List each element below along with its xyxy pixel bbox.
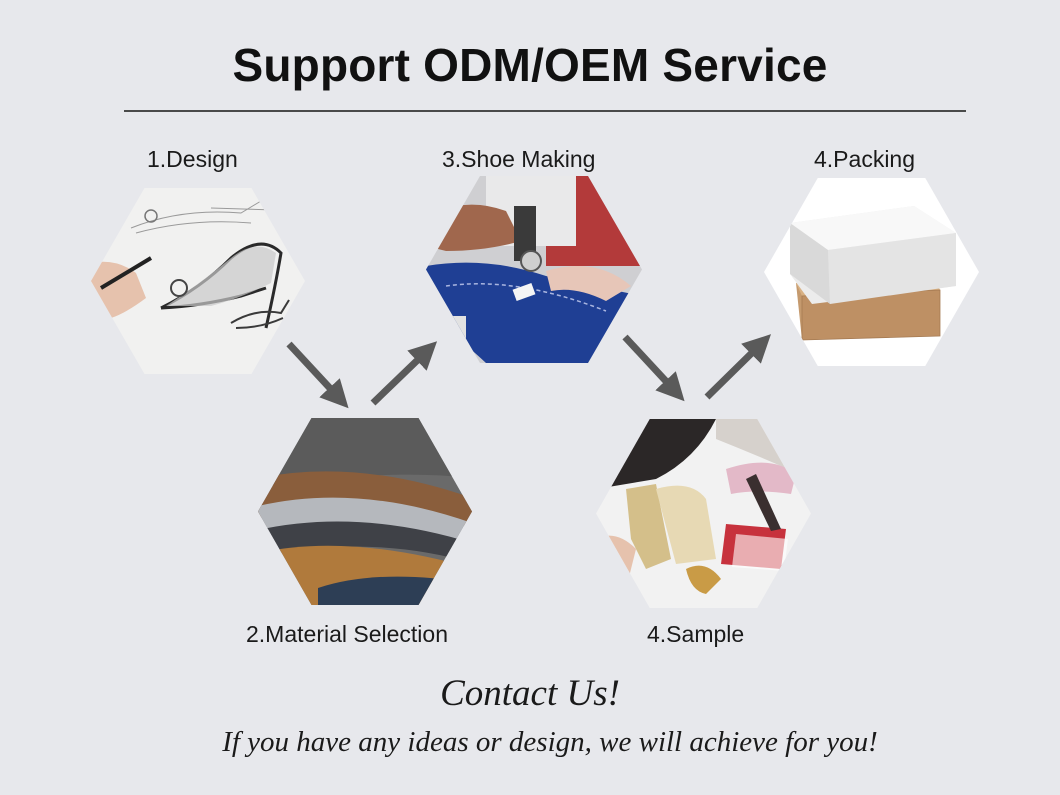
page-title: Support ODM/OEM Service <box>232 39 828 91</box>
arrow-making-to-sample <box>622 334 685 402</box>
contact-heading: Contact Us! <box>440 673 620 714</box>
step-label-shoe-making: 3.Shoe Making <box>442 146 596 172</box>
arrow-material-to-making <box>370 341 438 406</box>
step-label-material-selection: 2.Material Selection <box>246 621 448 647</box>
step-label-packing: 4.Packing <box>814 146 916 172</box>
step-label-sample: 4.Sample <box>647 621 745 647</box>
arrow-design-to-material <box>286 341 349 409</box>
step-label-design: 1.Design <box>147 146 238 172</box>
title-divider <box>124 110 966 112</box>
arrow-sample-to-packing <box>704 334 771 400</box>
contact-tagline: If you have any ideas or design, we will… <box>222 726 878 758</box>
